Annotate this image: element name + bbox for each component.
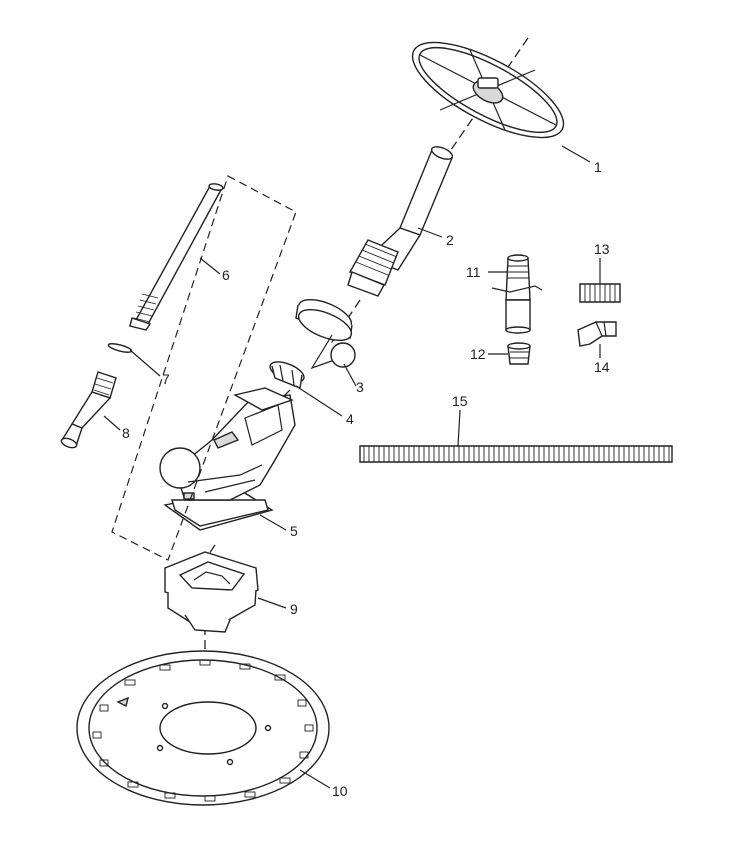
part-6-extension-tube: [129, 183, 224, 331]
callout-7: 7: [162, 371, 170, 387]
callout-8: 8: [122, 425, 130, 441]
callout-3: 3: [356, 379, 364, 395]
callout-13: 13: [594, 241, 610, 257]
assembly-axis: [204, 37, 529, 735]
part-14-elbow: [577, 321, 617, 347]
callout-5: 5: [290, 523, 298, 539]
callout-10: 10: [332, 783, 348, 799]
callout-15: 15: [452, 393, 468, 409]
callout-12: 12: [470, 346, 486, 362]
part-4-valve: [269, 361, 305, 389]
part-15-hose: [359, 445, 673, 463]
callout-9: 9: [290, 601, 298, 617]
part-12-collar: [507, 342, 531, 365]
callout-6: 6: [222, 267, 230, 283]
callout-4: 4: [346, 411, 354, 427]
leader-lines: [103, 145, 601, 789]
part-11-regulator-valve: [491, 254, 543, 334]
part-10-disc: [76, 650, 330, 806]
part-3-swivel-ring: [295, 299, 356, 370]
part-1-deflector-wheel: [411, 41, 565, 139]
part-2-swivel-tube: [347, 146, 454, 297]
callout-2: 2: [446, 232, 454, 248]
part-5-body: [159, 387, 296, 531]
group-outline: [111, 175, 297, 561]
part-9-foot-pad: [164, 551, 259, 633]
callout-11: 11: [466, 264, 481, 280]
part-13-hose-segment: [579, 283, 621, 303]
part-7-o-ring: [107, 343, 133, 353]
callout-1: 1: [594, 159, 602, 175]
part-8-handle-connector: [60, 371, 117, 449]
callout-14: 14: [594, 359, 610, 375]
